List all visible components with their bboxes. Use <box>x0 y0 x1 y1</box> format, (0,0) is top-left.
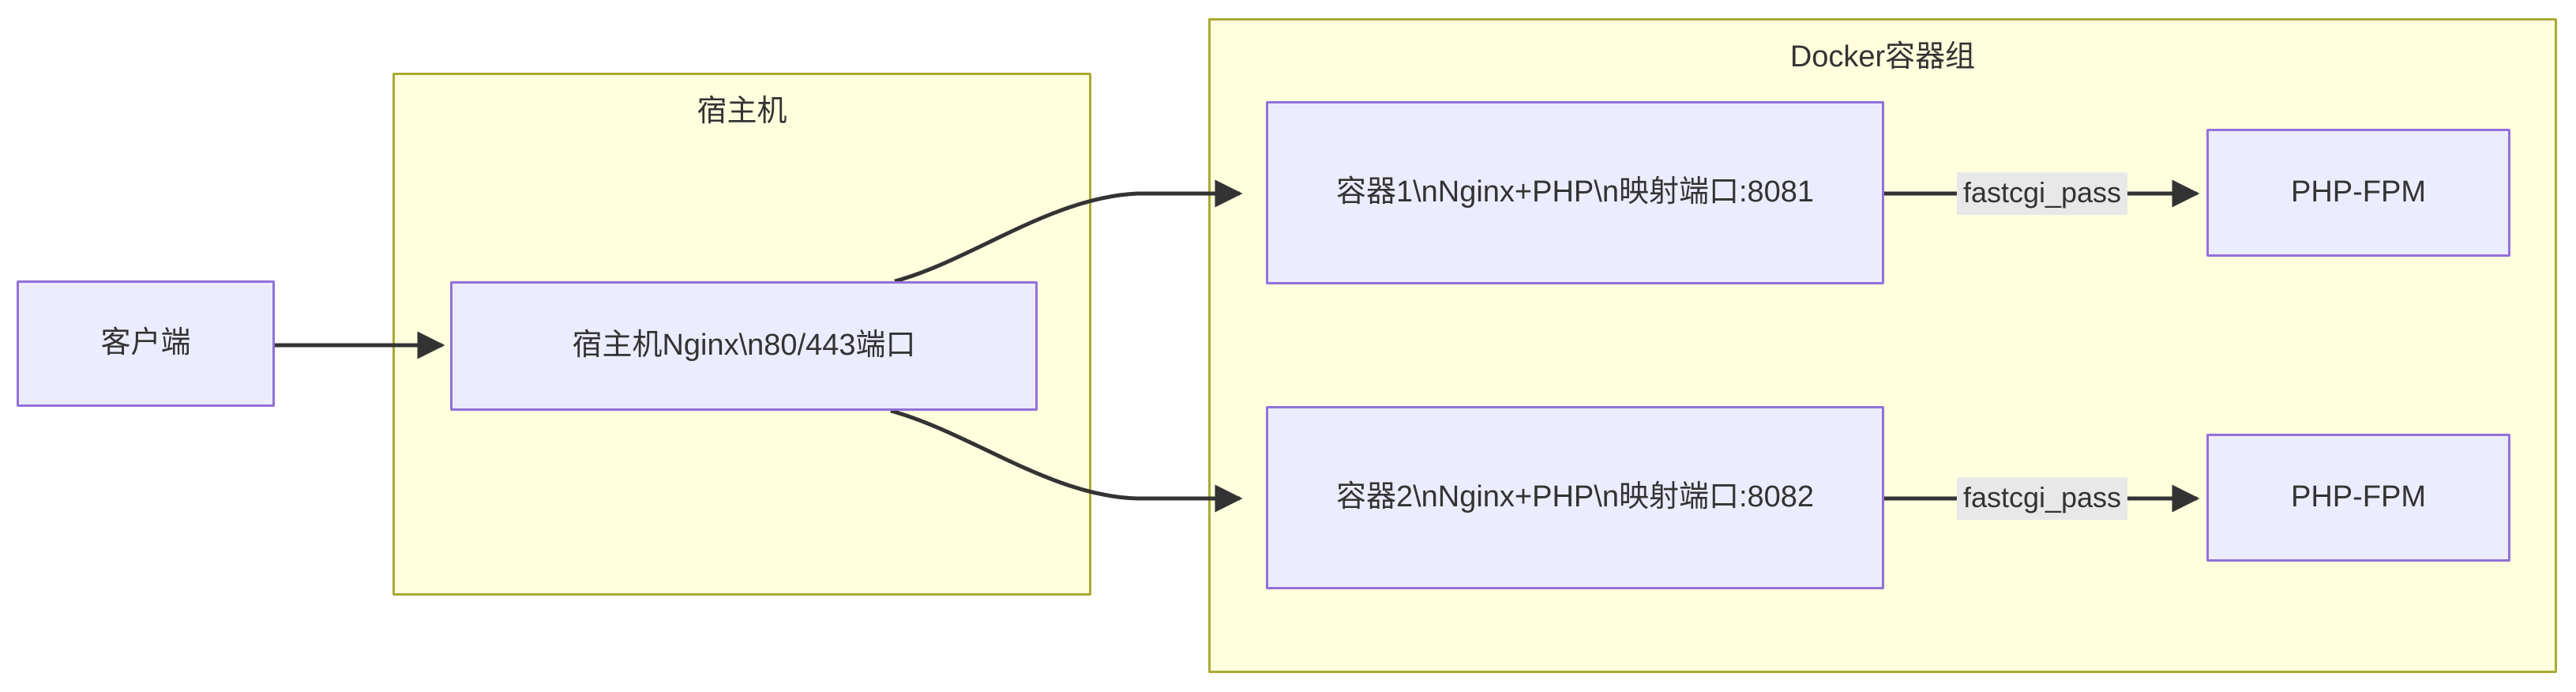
edge-label-fastcgi-pass-1: fastcgi_pass <box>1956 172 2128 215</box>
edge-label-fastcgi-pass-2: fastcgi_pass <box>1956 477 2128 520</box>
node-container2-label: 容器2\nNginx+PHP\n映射端口:8082 <box>1335 480 1815 514</box>
node-php-fpm-2-label: PHP-FPM <box>2291 480 2426 514</box>
group-docker-title: Docker容器组 <box>1789 40 1976 73</box>
node-php-fpm-1-label: PHP-FPM <box>2291 175 2426 209</box>
node-host-nginx[interactable]: 宿主机Nginx\n80/443端口 <box>450 281 1038 411</box>
node-php-fpm-2[interactable]: PHP-FPM <box>2206 434 2510 562</box>
node-container2[interactable]: 容器2\nNginx+PHP\n映射端口:8082 <box>1266 406 1884 589</box>
node-container1[interactable]: 容器1\nNginx+PHP\n映射端口:8081 <box>1266 101 1884 284</box>
node-container1-label: 容器1\nNginx+PHP\n映射端口:8081 <box>1335 175 1815 209</box>
node-client[interactable]: 客户端 <box>17 280 275 407</box>
node-php-fpm-1[interactable]: PHP-FPM <box>2206 129 2510 257</box>
node-host-nginx-label: 宿主机Nginx\n80/443端口 <box>572 329 916 363</box>
group-host-title: 宿主机 <box>697 95 787 128</box>
node-client-label: 客户端 <box>100 326 191 360</box>
